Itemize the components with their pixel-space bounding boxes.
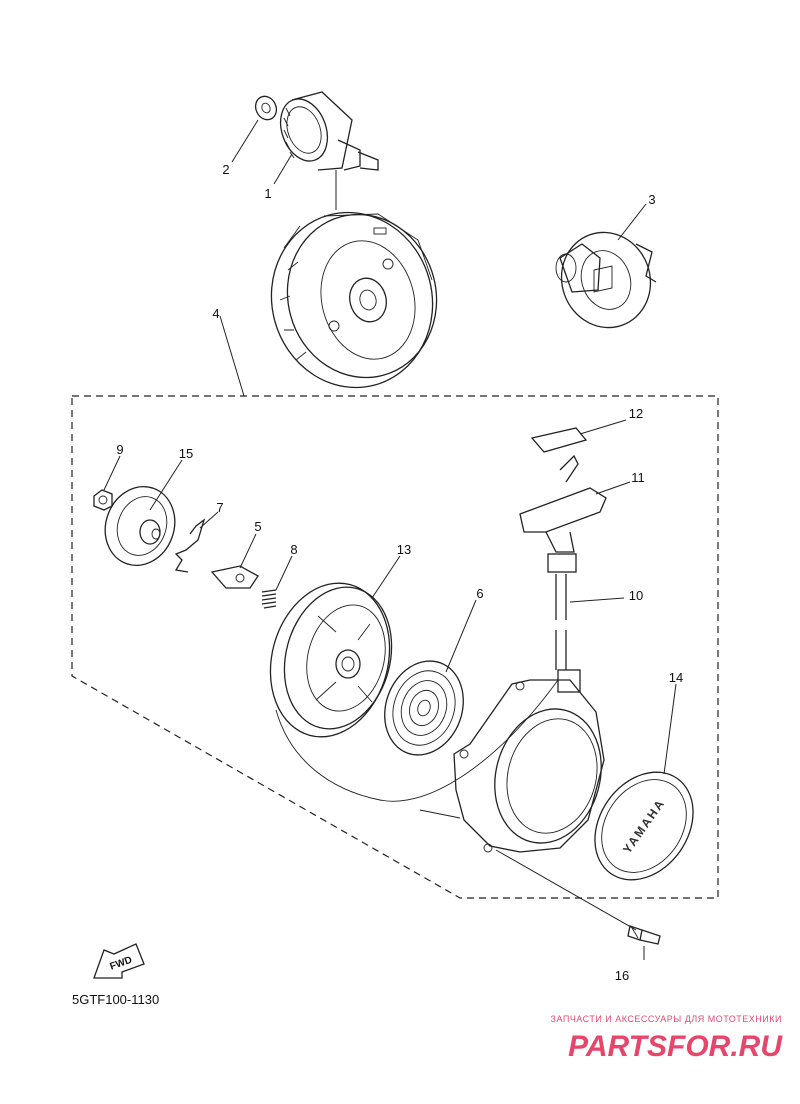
callout-13: 13 <box>397 542 411 557</box>
bolt-part <box>627 925 661 945</box>
callout-5: 5 <box>254 519 261 534</box>
pawl-spring-part <box>261 589 277 609</box>
callout-11: 11 <box>631 470 645 485</box>
starter-case-part <box>453 669 605 853</box>
starter-pulley-part <box>555 231 657 329</box>
nut-part <box>93 489 113 511</box>
callout-14: 14 <box>669 670 683 685</box>
callout-1: 1 <box>264 186 271 201</box>
starter-rope-part <box>275 574 567 819</box>
watermark-tagline: ЗАПЧАСТИ И АКСЕССУАРЫ ДЛЯ МОТОТЕХНИКИ <box>551 1014 782 1024</box>
callout-2: 2 <box>222 162 229 177</box>
callout-7: 7 <box>216 500 223 515</box>
callout-6: 6 <box>476 586 483 601</box>
watermark-site: PARTSFOR.RU <box>568 1030 783 1063</box>
watermark: ЗАПЧАСТИ И АКСЕССУАРЫ ДЛЯ МОТОТЕХНИКИ PA… <box>551 1014 784 1063</box>
callout-9: 9 <box>116 442 123 457</box>
callout-3: 3 <box>648 192 655 207</box>
assembly-outline <box>71 395 719 899</box>
leader-lines <box>103 119 677 960</box>
callout-12: 12 <box>629 406 643 421</box>
callout-15: 15 <box>179 446 193 461</box>
callout-16: 16 <box>615 968 629 983</box>
callout-8: 8 <box>290 542 297 557</box>
starter-pinion-part <box>279 91 379 171</box>
diagram-reference: 5GTF100-1130 <box>72 992 159 1007</box>
cover-plate-part: YAMAHA <box>594 771 694 881</box>
flywheel-part <box>270 211 438 389</box>
rope-reel-part <box>269 582 393 738</box>
handle-cap-part <box>530 427 588 453</box>
recoil-spring-part <box>384 660 464 756</box>
ratchet-pawl-part <box>210 565 259 589</box>
fwd-arrow-icon: FWD <box>93 943 145 979</box>
callout-labels: 1 2 3 4 5 6 7 8 9 10 11 12 13 14 15 16 <box>116 162 683 983</box>
spring-clip-part <box>174 518 206 573</box>
starter-handle-part <box>519 454 607 573</box>
friction-plate-part <box>104 486 176 566</box>
fwd-label: FWD <box>109 955 134 973</box>
callout-4: 4 <box>212 306 219 321</box>
washer-part <box>254 95 278 121</box>
callout-10: 10 <box>629 588 643 603</box>
cover-brand-text: YAMAHA <box>620 796 668 856</box>
